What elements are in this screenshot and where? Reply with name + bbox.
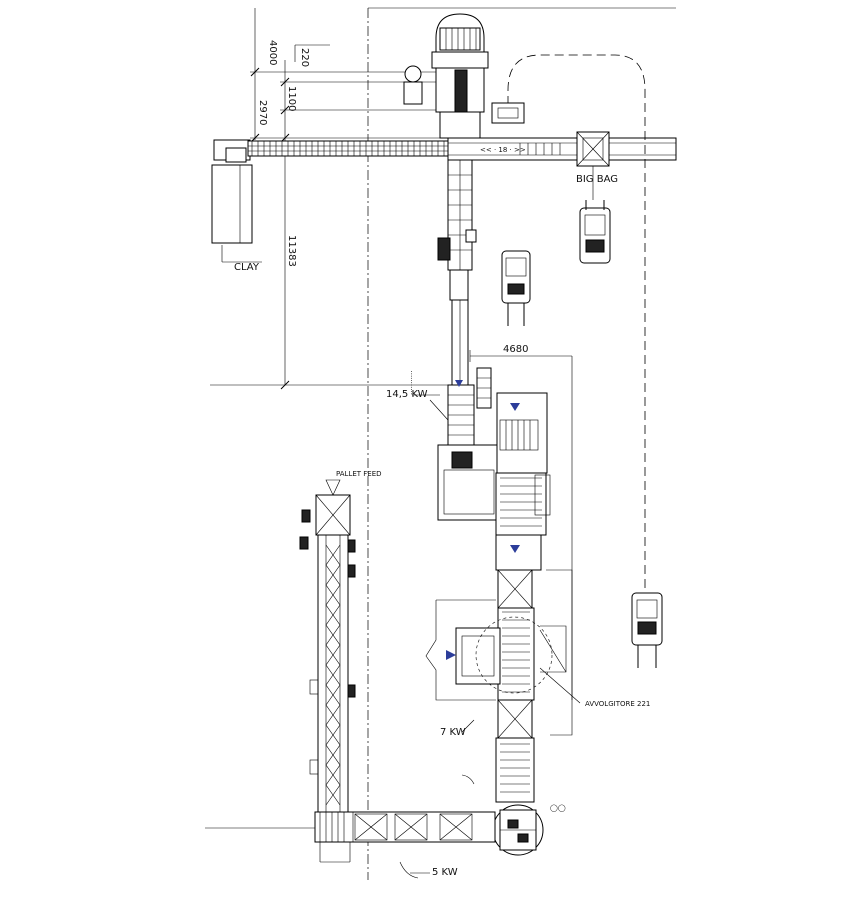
power-label-5kw: 5 KW — [432, 867, 458, 878]
flow-arrow-icon — [510, 403, 520, 411]
dimension-11383: 11383 — [286, 235, 297, 267]
svg-text:PALLET FEED: PALLET FEED — [336, 470, 382, 478]
top-tower-unit — [403, 13, 525, 139]
flow-arrow-icon — [510, 545, 520, 553]
forklift-path — [507, 54, 646, 600]
dimension-1100: 1100 — [286, 86, 297, 111]
door-swing — [461, 774, 475, 785]
clay-hopper: CLAY — [211, 139, 262, 273]
clay-feed-belt — [247, 140, 449, 157]
forklift-3 — [631, 592, 663, 668]
dimension-220: 220 — [299, 48, 310, 67]
forklift-2 — [579, 200, 611, 264]
big-bag-conveyor: << · 18 · >> BIG BAG — [447, 131, 677, 200]
svg-text:<< · 18 · >>: << · 18 · >> — [480, 146, 526, 154]
forklift-1 — [501, 250, 531, 326]
palletiser-area — [437, 392, 573, 736]
door-swing-bottom — [399, 861, 419, 879]
wrapper-label: AVVOLGITORE 221 — [585, 700, 650, 708]
power-label-14-5kw: 14,5 KW — [386, 389, 428, 400]
svg-text:◯◯: ◯◯ — [550, 804, 566, 812]
dimension-2970: 2970 — [257, 100, 268, 125]
svg-text:···········: ··········· — [408, 371, 416, 395]
power-label-7kw: 7 KW — [440, 727, 466, 738]
vertical-elevator: ··········· 14,5 KW — [386, 159, 492, 446]
motor-circle — [404, 65, 422, 83]
turntable: ◯◯ — [492, 804, 566, 856]
flow-arrow-icon — [446, 650, 456, 660]
auxiliary-box — [491, 102, 525, 124]
dimension-4000: 4000 — [267, 40, 278, 65]
pallet-return-conveyor: PALLET FEED — [299, 470, 382, 813]
dimension-chain-left: 4000 220 1100 2970 11383 — [250, 8, 440, 390]
flow-arrow-icon — [455, 380, 463, 387]
pallet-conveyor-horizontal — [314, 811, 496, 863]
dimension-4680: 4680 — [503, 344, 528, 355]
pallet-conveyor-vertical — [495, 569, 535, 803]
clay-label: CLAY — [234, 262, 260, 273]
big-bag-label: BIG BAG — [576, 174, 618, 185]
wrapper-station: AVVOLGITORE 221 — [425, 599, 650, 708]
